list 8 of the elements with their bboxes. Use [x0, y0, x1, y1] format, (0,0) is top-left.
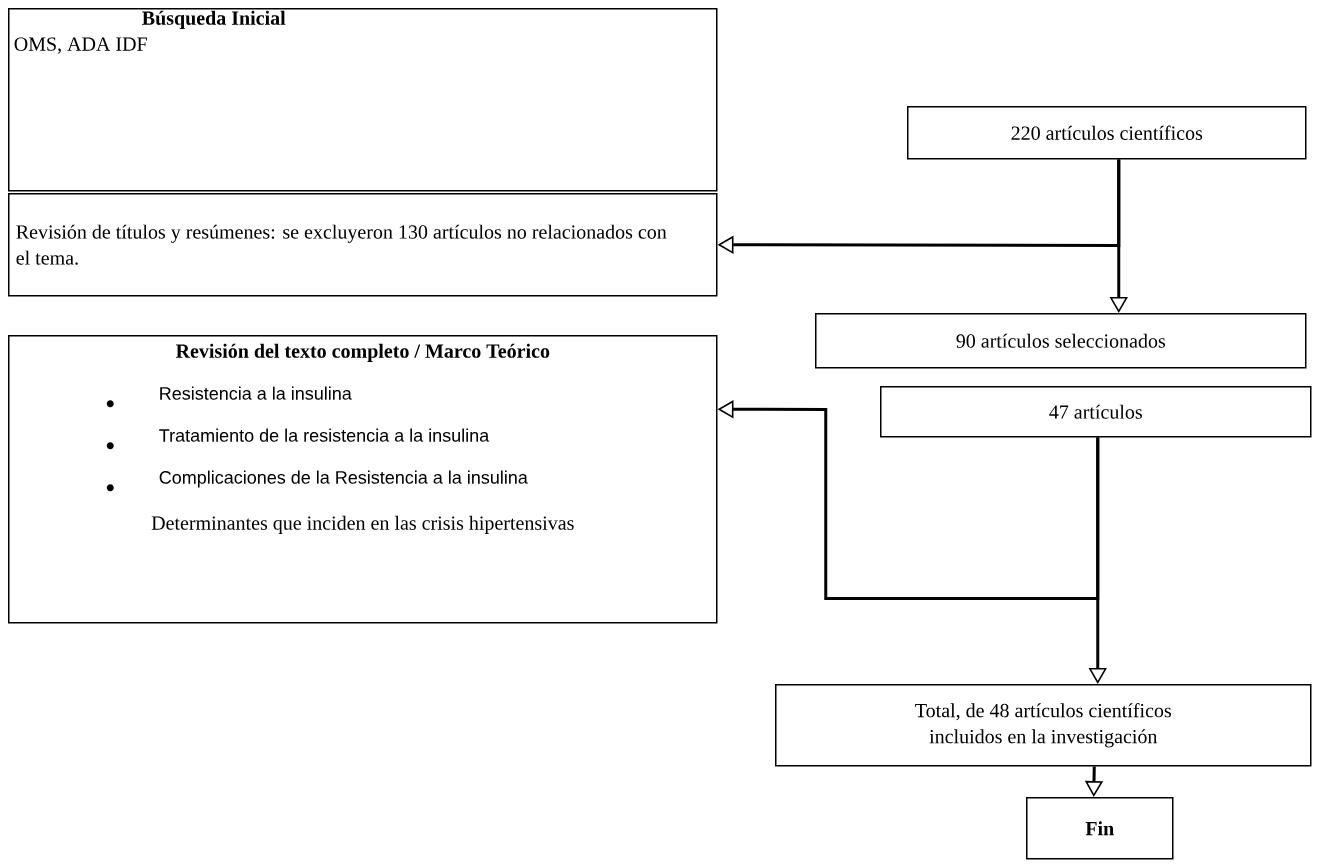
process-box: 90 artículos seleccionados — [815, 313, 1307, 369]
process-box: Revisión del texto completo / Marco Teórico Resistencia a la insulina Tratamiento de la resistencia a la insulina Complicaciones de la Resistencia a la insulina Determinantes que inciden en las crisis hipertensivas — [8, 335, 718, 624]
process-box: 47 artículos — [880, 386, 1312, 438]
process-box: 220 artículos científicos — [907, 106, 1307, 160]
process-box: Búsqueda Inicial OMS, ADA IDF — [8, 8, 718, 192]
process-box: Revisión de títulos y resúmenes: se excluyeron 130 artículos no relacionados con el tema. — [8, 193, 718, 297]
process-box: Fin — [1026, 797, 1174, 860]
process-box: Total, de 48 artículos científicos incluidos en la investigación — [775, 684, 1312, 767]
